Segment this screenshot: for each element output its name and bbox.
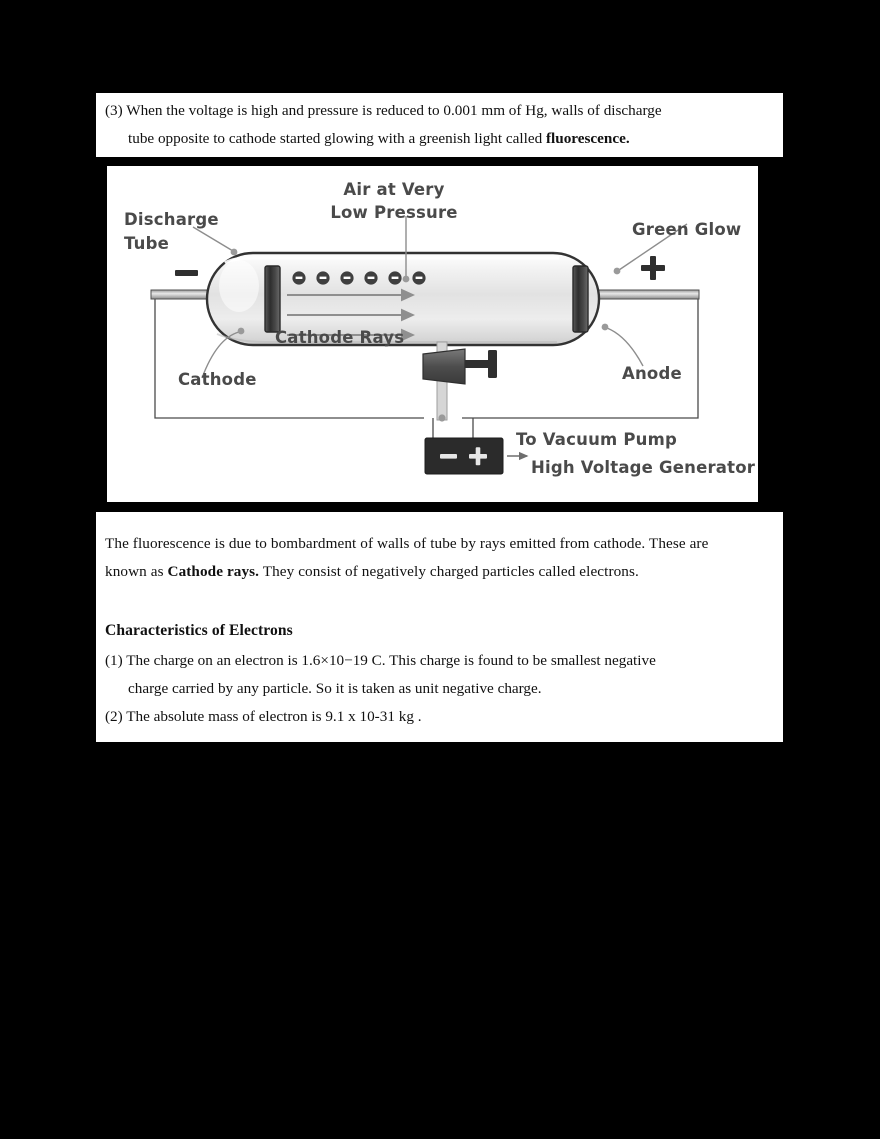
top-line-2-plain: tube opposite to cathode started glowing… <box>128 130 546 147</box>
vacuum-pump-assembly <box>422 341 497 422</box>
cathode-electrode <box>264 265 281 333</box>
leader-anode <box>606 327 644 367</box>
valve-stem <box>465 360 491 368</box>
label-cathode-rays: Cathode Rays <box>275 328 404 347</box>
item-2-marker: (2) <box>105 708 123 725</box>
electron-dot <box>316 271 330 285</box>
label-air-pressure-line1: Air at Very <box>343 180 444 199</box>
top-line-1-text: When the voltage is high and pressure is… <box>126 102 662 119</box>
item-1-line-2-text: charge carried by any particle. So it is… <box>128 680 542 697</box>
bottom-paragraph-line-1: The fluorescence is due to bombardment o… <box>105 530 708 558</box>
anode-terminal-assembly <box>586 256 700 300</box>
leader-discharge-tube <box>192 226 234 252</box>
top-item-marker: (3) <box>105 102 123 119</box>
characteristics-heading: Characteristics of Electrons <box>105 622 293 639</box>
leader-cathode <box>201 331 240 379</box>
battery-negative-sign <box>440 454 457 459</box>
anode-rod <box>586 289 700 300</box>
top-line-2-bold: fluorescence. <box>545 130 630 147</box>
leader-green-glow <box>618 223 688 271</box>
circuit-wiring <box>154 294 699 438</box>
positive-terminal-sign <box>641 256 665 280</box>
characteristic-item-1-line-1: (1) The charge on an electron is 1.6×10−… <box>105 647 656 675</box>
item-1-line-1-text: The charge on an electron is 1.6×10−19 C… <box>126 652 656 669</box>
characteristic-item-2-line-1: (2) The absolute mass of electron is 9.1… <box>105 703 422 731</box>
bottom-line-2-bold: Cathode rays. <box>167 563 260 580</box>
bottom-paragraph-line-2: known as Cathode rays. They consist of n… <box>105 558 639 586</box>
high-voltage-battery <box>424 437 529 475</box>
bottom-text-card: The fluorescence is due to bombardment o… <box>96 512 783 742</box>
valve-handle <box>488 350 497 378</box>
bottom-line-1-text: The fluorescence is due to bombardment o… <box>105 535 709 552</box>
wire-left-to-battery <box>154 294 424 419</box>
electron-dot <box>412 271 426 285</box>
label-high-voltage-generator: High Voltage Generator <box>531 458 756 477</box>
characteristic-item-1-line-2: charge carried by any particle. So it is… <box>128 675 542 703</box>
bottom-line-2-suffix: They consist of negatively charged parti… <box>259 563 639 580</box>
negative-terminal-sign <box>175 270 198 276</box>
figure-card: Discharge Tube Air at Very Low Pressure … <box>107 166 758 502</box>
label-air-pressure-line2: Low Pressure <box>330 203 457 222</box>
vacuum-valve-body <box>422 348 466 385</box>
wire-right-to-battery <box>462 294 699 419</box>
top-text-card: (3) When the voltage is high and pressur… <box>96 93 783 157</box>
item-2-line-1-text: The absolute mass of electron is 9.1 x 1… <box>126 708 422 725</box>
leader-lines <box>192 216 688 379</box>
label-vacuum-pump: To Vacuum Pump <box>516 430 677 449</box>
anode-electrode <box>572 265 589 333</box>
top-paragraph-line-1: (3) When the voltage is high and pressur… <box>105 97 662 125</box>
electron-dot <box>292 271 306 285</box>
cathode-ray-arrows <box>287 288 415 342</box>
electron-particles <box>292 271 426 285</box>
electron-dot <box>388 271 402 285</box>
battery-positive-sign <box>469 447 487 466</box>
label-anode: Anode <box>622 364 682 383</box>
top-paragraph-line-2: tube opposite to cathode started glowing… <box>128 125 630 153</box>
bottom-line-2-prefix: known as <box>105 563 168 580</box>
label-discharge-tube-line2: Tube <box>124 234 169 253</box>
label-discharge-tube-line1: Discharge <box>124 210 219 229</box>
label-cathode: Cathode <box>178 370 257 389</box>
electron-dot <box>364 271 378 285</box>
label-green-glow: Green Glow <box>632 220 741 239</box>
electron-dot <box>340 271 354 285</box>
item-1-marker: (1) <box>105 652 123 669</box>
cathode-ray-tube-diagram: Discharge Tube Air at Very Low Pressure … <box>124 180 756 477</box>
